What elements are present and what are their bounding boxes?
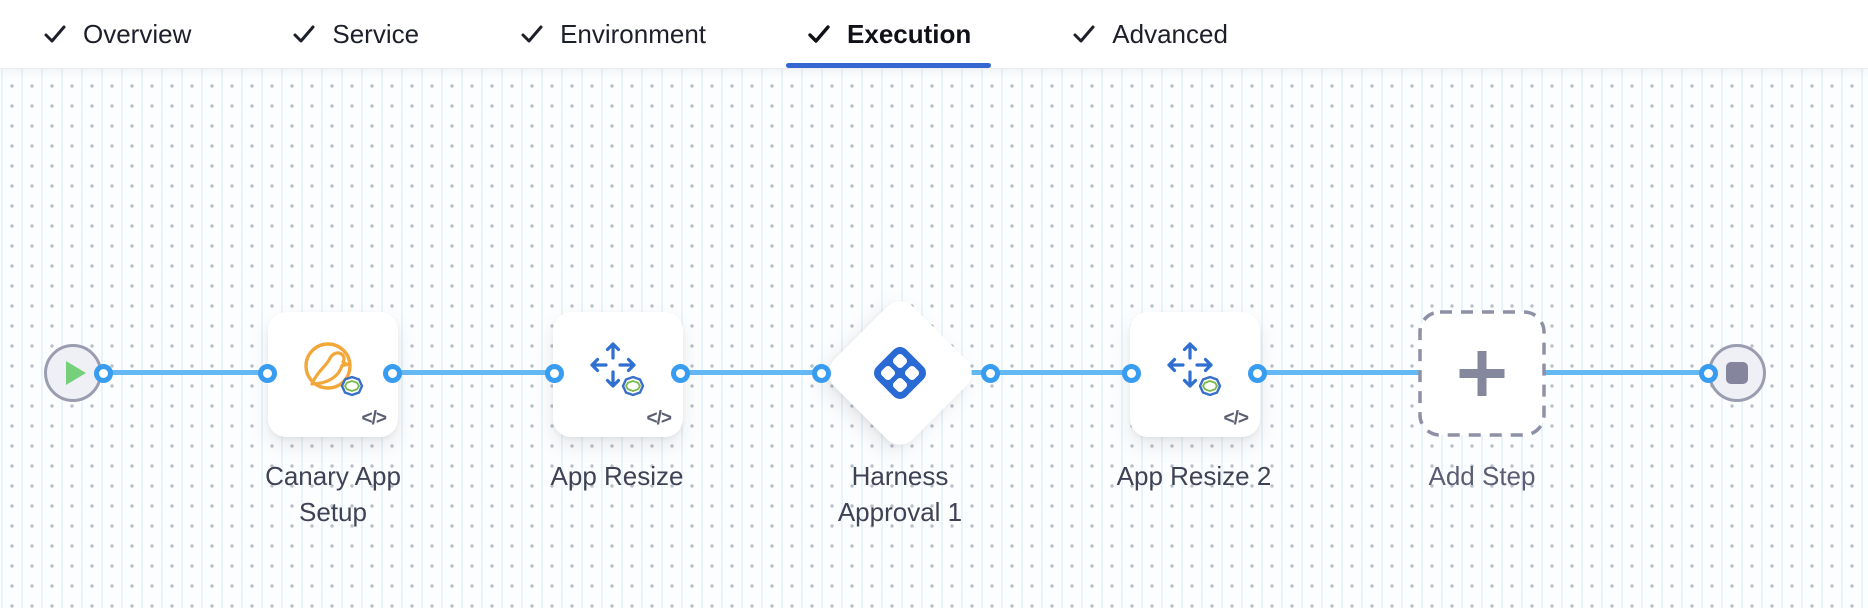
port-resize-in[interactable] bbox=[545, 364, 564, 383]
pipeline-canvas[interactable]: </> </> bbox=[0, 68, 1868, 608]
node-label-app-resize-2: App Resize 2 bbox=[1116, 461, 1272, 491]
node-label-canary-app-setup: Canary App Setup bbox=[265, 461, 401, 527]
tab-label: Service bbox=[332, 18, 420, 49]
port-end-in[interactable] bbox=[1699, 364, 1718, 383]
tab-label: Advanced bbox=[1112, 18, 1228, 49]
resize-arrows-icon bbox=[1167, 341, 1222, 396]
port-resize-out[interactable] bbox=[671, 364, 690, 383]
resize-arrows-icon bbox=[590, 341, 645, 396]
tab-overview[interactable]: Overview bbox=[20, 0, 213, 68]
check-icon bbox=[44, 25, 66, 43]
tab-service[interactable]: Service bbox=[269, 0, 441, 68]
node-canary-app-setup[interactable]: </> bbox=[268, 312, 398, 437]
stage-config-tabbar: Overview Service Environment Execution A… bbox=[0, 0, 1868, 68]
node-label-app-resize: App Resize bbox=[550, 461, 684, 491]
check-icon bbox=[1073, 25, 1095, 43]
harness-approval-icon[interactable] bbox=[868, 341, 932, 405]
tab-label: Environment bbox=[560, 18, 707, 49]
play-icon bbox=[65, 361, 86, 385]
port-canary-in[interactable] bbox=[258, 364, 277, 383]
hexagon-badge-icon bbox=[621, 375, 645, 396]
tab-label: Overview bbox=[83, 18, 192, 49]
port-start-out[interactable] bbox=[94, 364, 113, 383]
stop-icon bbox=[1726, 362, 1748, 384]
port-approval-out[interactable] bbox=[981, 364, 1000, 383]
port-resize2-out[interactable] bbox=[1248, 364, 1267, 383]
check-icon bbox=[808, 25, 830, 43]
code-icon[interactable]: </> bbox=[1223, 408, 1250, 429]
code-icon[interactable]: </> bbox=[646, 408, 673, 429]
tab-label: Execution bbox=[847, 18, 972, 49]
check-icon bbox=[293, 25, 315, 43]
tab-execution[interactable]: Execution bbox=[784, 0, 993, 68]
node-label-add-step: Add Step bbox=[1428, 461, 1536, 491]
pipeline-start-node[interactable] bbox=[44, 344, 102, 402]
node-app-resize-2[interactable]: </> bbox=[1130, 312, 1260, 437]
active-tab-underline bbox=[786, 63, 992, 68]
port-resize2-in[interactable] bbox=[1122, 364, 1141, 383]
hexagon-badge-icon bbox=[340, 375, 364, 396]
tab-advanced[interactable]: Advanced bbox=[1049, 0, 1250, 68]
add-step-button[interactable] bbox=[1418, 310, 1546, 437]
port-approval-in[interactable] bbox=[812, 364, 831, 383]
code-icon[interactable]: </> bbox=[361, 408, 388, 429]
node-label-harness-approval: Harness Approval 1 bbox=[837, 461, 963, 527]
canary-icon bbox=[304, 341, 364, 396]
tab-environment[interactable]: Environment bbox=[497, 0, 728, 68]
plus-icon bbox=[1459, 351, 1505, 396]
node-app-resize[interactable]: </> bbox=[553, 312, 683, 437]
hexagon-badge-icon bbox=[1198, 375, 1222, 396]
port-canary-out[interactable] bbox=[383, 364, 402, 383]
check-icon bbox=[521, 25, 543, 43]
